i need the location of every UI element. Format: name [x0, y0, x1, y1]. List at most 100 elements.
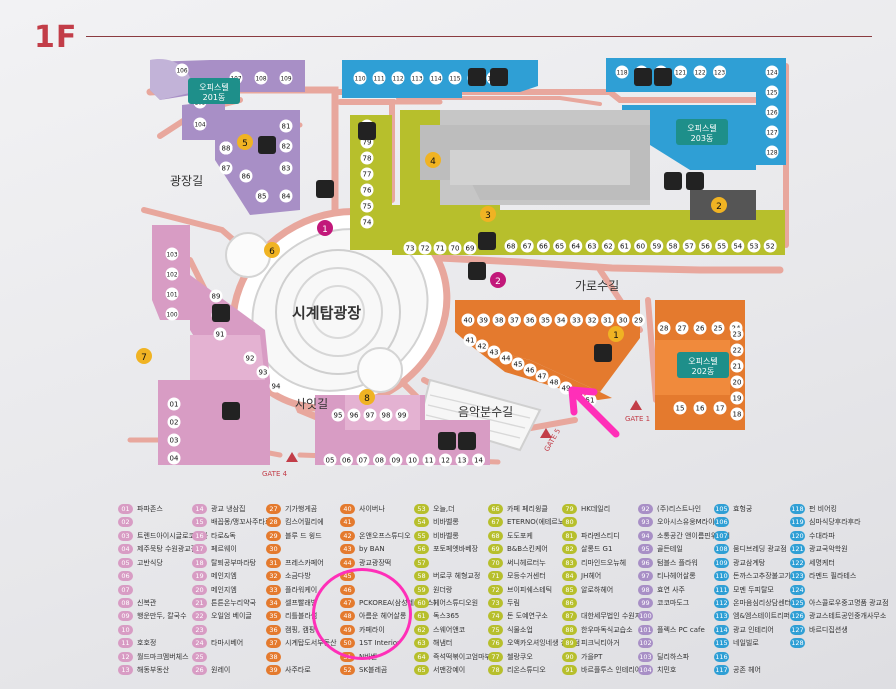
- unit-number-text: 75: [363, 203, 372, 211]
- unit-number-text: 53: [750, 243, 759, 251]
- unit-number: 82: [279, 139, 293, 153]
- unit-number-dot: [499, 351, 513, 365]
- legend-number: 80: [562, 517, 577, 528]
- unit-number-text: 21: [733, 363, 742, 371]
- legend-number: 04: [118, 544, 133, 555]
- unit-number: 47: [535, 369, 549, 383]
- unit-number: 62: [601, 239, 615, 253]
- legend-store-name: 캠핑, 캠핑: [285, 625, 316, 634]
- unit-number-dot: [713, 65, 726, 79]
- legend-number: 124: [790, 584, 805, 595]
- legend-number: 14: [192, 503, 207, 514]
- legend-number: 33: [266, 584, 281, 595]
- legend-number: 12: [118, 651, 133, 662]
- legend-number: 13: [118, 665, 133, 676]
- legend-number: 82: [562, 544, 577, 555]
- unit-number-text: 71: [436, 245, 445, 253]
- elevator-3-marker: 3: [480, 206, 496, 222]
- legend-item: 06: [118, 570, 208, 582]
- unit-number-text: 77: [363, 171, 372, 179]
- legend-store-name: 헤어스튜디오원: [433, 598, 479, 607]
- unit-number-dot: [763, 239, 777, 253]
- legend-item: 92(주)리스트나인: [638, 503, 730, 514]
- unit-number-dot: [674, 65, 687, 79]
- unit-number-text: 06: [342, 457, 351, 465]
- unit-number-text: 40: [464, 317, 473, 325]
- unit-number-dot: [472, 453, 485, 467]
- legend-number: 120: [790, 530, 805, 541]
- unit-number: 21: [730, 359, 744, 373]
- legend-number: 44: [340, 557, 355, 568]
- legend-store-name: 티나헤어살롱: [657, 572, 696, 581]
- unit-number-text: 35: [541, 317, 550, 325]
- unit-number-dot: [520, 239, 534, 253]
- unit-number-dot: [353, 71, 367, 85]
- legend-number: 27: [266, 503, 281, 514]
- floor-plan-map: 1101111121131141151161171181191201211221…: [127, 58, 789, 478]
- legend-store-name: 카페 페리윙클: [507, 504, 548, 513]
- unit-number: 127: [765, 125, 779, 139]
- elevator-6-number: 6: [269, 247, 275, 257]
- legend-number: 68: [488, 530, 503, 541]
- legend-store-name: 광교스테트공인중개사무소: [809, 612, 887, 621]
- unit-number: 30: [616, 313, 630, 327]
- unit-number-dot: [523, 313, 537, 327]
- legend-number: 11: [118, 638, 133, 649]
- legend-item: 126 광교스테트공인중개사무소: [790, 611, 889, 622]
- legend-store-name: 오늘,더: [433, 504, 455, 513]
- legend-store-name: 소통공간 앤이름핀위원회: [657, 531, 731, 540]
- legend-item: 80: [562, 516, 648, 528]
- restroom-icon: [458, 432, 476, 450]
- legend-number: 91: [562, 665, 577, 676]
- elevator-3-number: 3: [485, 211, 491, 221]
- unit-number: 03: [167, 433, 181, 447]
- unit-number-text: 65: [555, 243, 564, 251]
- restroom-icon: [594, 344, 612, 362]
- unit-number-text: 99: [398, 412, 407, 420]
- unit-number: 40: [461, 313, 475, 327]
- unit-number: 76: [360, 183, 374, 197]
- unit-number: 38: [492, 313, 506, 327]
- unit-number-text: 76: [363, 187, 372, 195]
- unit-number-dot: [666, 239, 680, 253]
- legend-number: 18: [192, 557, 207, 568]
- unit-number: 11: [422, 453, 436, 467]
- unit-number: 92: [243, 351, 257, 365]
- legend-number: 126: [790, 611, 805, 622]
- legend-number: 70: [488, 557, 503, 568]
- legend-store-name: B&B스킨케어: [507, 545, 548, 554]
- unit-number: 68: [504, 239, 518, 253]
- unit-number: 07: [356, 453, 370, 467]
- unit-number-text: 03: [170, 437, 179, 445]
- unit-number-text: 49: [562, 385, 571, 393]
- unit-number-dot: [463, 241, 477, 255]
- unit-number-text: 102: [166, 273, 177, 279]
- unit-number: 91: [213, 327, 227, 341]
- unit-number: 05: [323, 453, 337, 467]
- unit-number-text: 88: [222, 145, 231, 153]
- legend-store-name: 리마인드오뉴헤: [581, 558, 627, 567]
- legend-store-name: JH헤어: [581, 572, 602, 581]
- unit-number: 88: [219, 141, 233, 155]
- unit-number-dot: [585, 239, 599, 253]
- unit-number: 26: [693, 321, 707, 335]
- restroom-icons: [212, 68, 704, 450]
- legend-store-name: 버로쿠 헤형교정: [433, 572, 481, 581]
- unit-number: 74: [360, 215, 374, 229]
- legend-store-name: 원레이: [211, 666, 231, 675]
- legend-store-name: 튼튼온누리약국: [211, 598, 257, 607]
- unit-number: 54: [731, 239, 745, 253]
- unit-number-dot: [634, 239, 648, 253]
